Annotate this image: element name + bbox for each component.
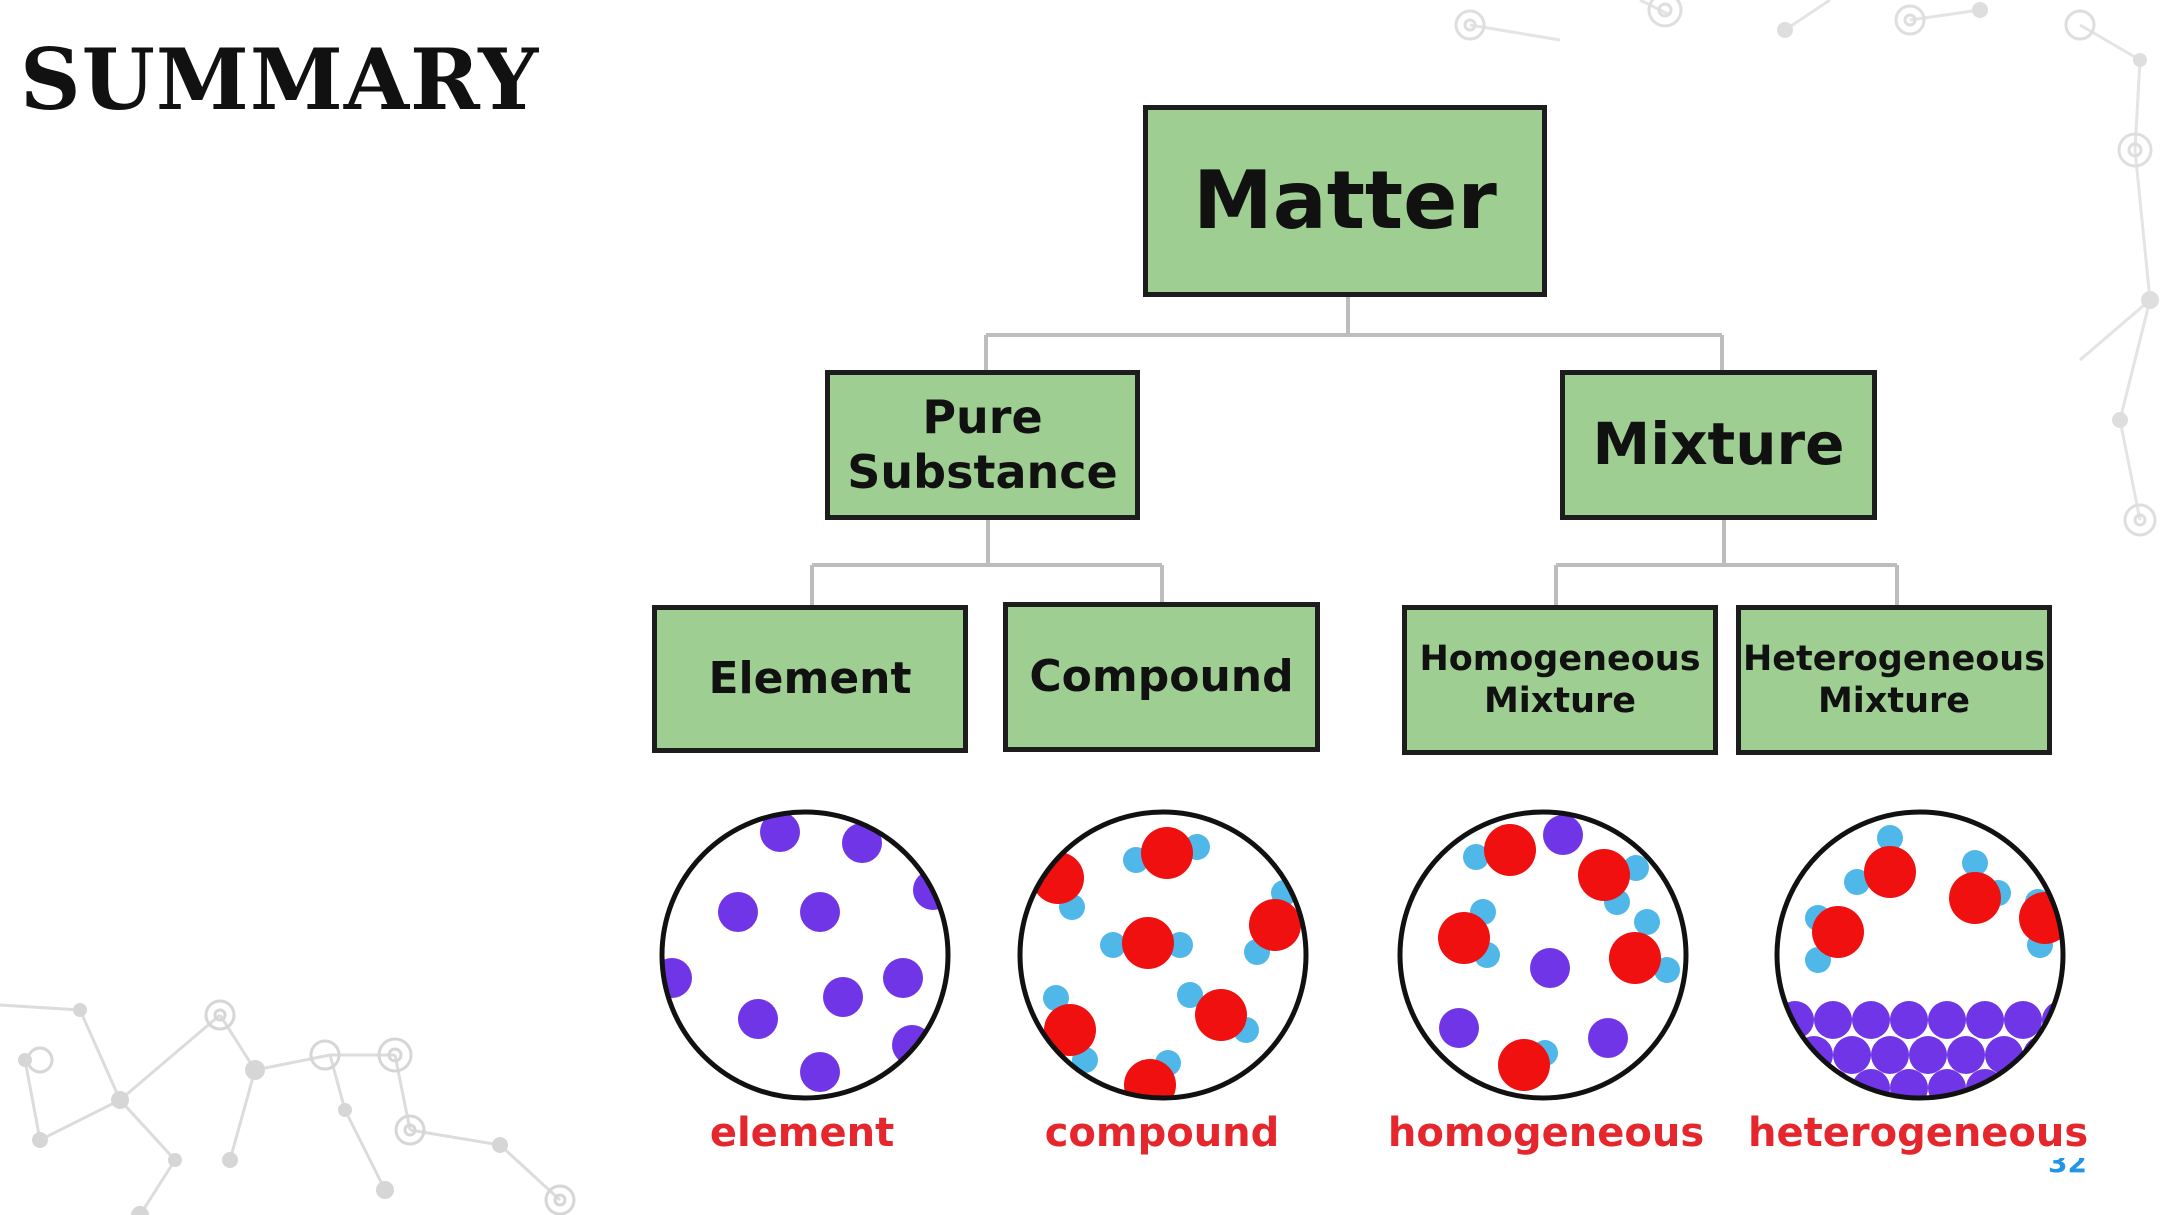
slide-title: SUMMARY [20,30,540,129]
page-number: 32 [2048,1158,2087,1179]
sample-label-homogeneous: homogeneous [1387,1110,1705,1156]
homogeneous-sample [1397,809,1689,1101]
node-element-label: Element [708,652,912,704]
node-matter-label: Matter [1193,154,1497,247]
sample-label-element: element [709,1110,895,1156]
node-heterogeneous-mixture-label: Heterogeneous Mixture [1742,639,2046,721]
node-heterogeneous-mixture: Heterogeneous Mixture [1736,605,2052,755]
node-compound-label: Compound [1029,650,1294,702]
node-homogeneous-mixture-label: Homogeneous Mixture [1419,639,1701,721]
sample-label-compound: compound [1044,1110,1280,1156]
sample-label-heterogeneous: heterogeneous [1748,1110,2089,1156]
node-mixture: Mixture [1560,370,1877,520]
node-element: Element [652,605,968,753]
compound-sample [1017,809,1309,1101]
element-sample [659,809,951,1101]
node-mixture-label: Mixture [1592,410,1845,479]
node-compound: Compound [1003,602,1320,752]
node-homogeneous-mixture: Homogeneous Mixture [1402,605,1718,755]
node-pure-substance: Pure Substance [825,370,1140,520]
node-pure-substance-label: Pure Substance [847,389,1118,499]
heterogeneous-sample [1774,809,2066,1101]
node-matter: Matter [1143,105,1547,297]
